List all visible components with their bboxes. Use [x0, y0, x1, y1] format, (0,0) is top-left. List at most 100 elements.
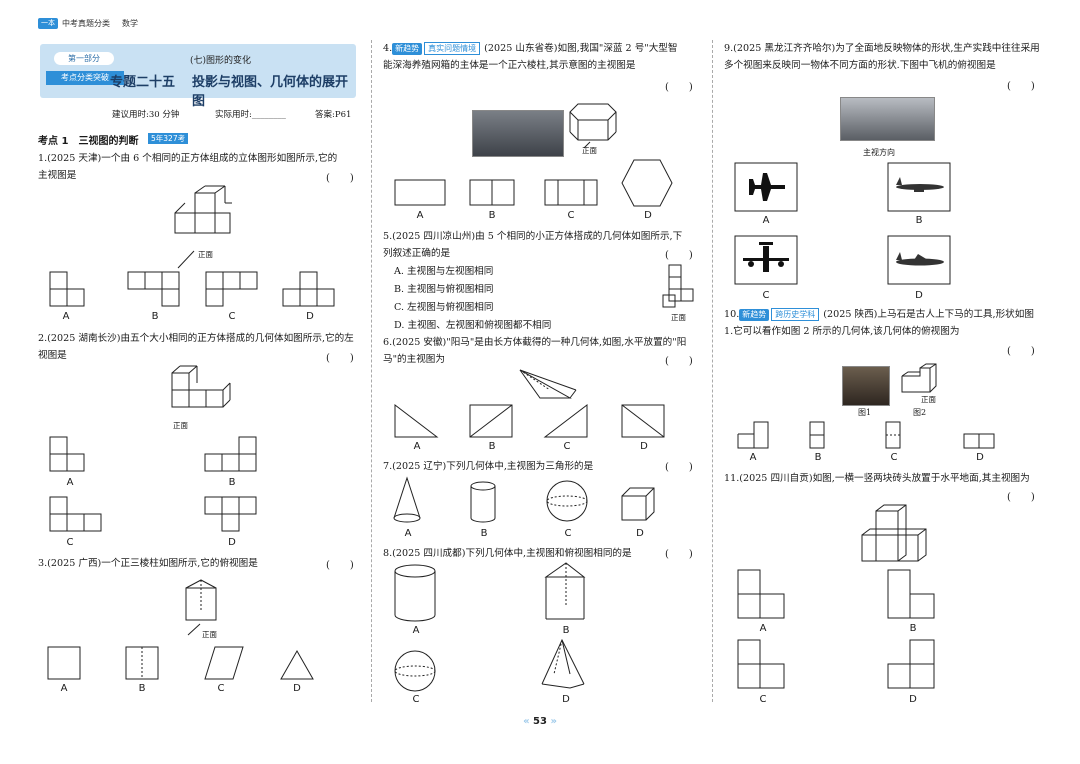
q10-tag2: 跨历史学科: [771, 308, 820, 321]
q3-label-a[interactable]: A: [60, 683, 68, 694]
q7-label-a[interactable]: A: [404, 528, 412, 539]
part-sub: 考点分类突破: [46, 71, 124, 85]
q9-label-c[interactable]: C: [762, 290, 770, 301]
q7-label-b[interactable]: B: [480, 528, 488, 539]
q3-label-d[interactable]: D: [293, 683, 301, 694]
q6-option-c-figure: [543, 403, 588, 438]
q9-paren: ( ): [1007, 81, 1035, 92]
q1-label-c[interactable]: C: [228, 311, 236, 322]
q7-paren: ( ): [665, 462, 693, 473]
q2-label-c[interactable]: C: [66, 537, 74, 548]
q2-option-d-figure: [204, 496, 257, 532]
q8-label-a[interactable]: A: [412, 625, 420, 636]
q11-label-b[interactable]: B: [909, 623, 917, 634]
q11-label-d[interactable]: D: [909, 694, 917, 705]
q4-option-b-figure: [469, 179, 515, 206]
q8-label-d[interactable]: D: [562, 694, 570, 705]
q2-label-d[interactable]: D: [228, 537, 236, 548]
q8-label-c[interactable]: C: [412, 694, 420, 705]
q10-label-a[interactable]: A: [749, 452, 757, 463]
q1-option-d-figure: [282, 271, 335, 307]
q10-fig1-label: 图1: [858, 408, 872, 417]
q9-option-c-figure: [734, 235, 798, 285]
q3-label-b[interactable]: B: [138, 683, 146, 694]
q2-paren: ( ): [326, 353, 354, 364]
q3-label-c[interactable]: C: [217, 683, 225, 694]
q7-cube-figure: [621, 487, 655, 521]
q4-option-d-figure: [621, 159, 673, 207]
q4-label-b[interactable]: B: [488, 210, 496, 221]
q5-option-b[interactable]: B. 主视图与俯视图相同: [394, 284, 494, 295]
q4-option-a-figure: [394, 179, 446, 206]
q1-figure: [174, 185, 232, 269]
q7-label-c[interactable]: C: [564, 528, 572, 539]
q1-label-d[interactable]: D: [306, 311, 314, 322]
q10-option-b-figure: [809, 421, 825, 449]
q6-figure: [519, 369, 577, 399]
q6-label-c[interactable]: C: [563, 441, 571, 452]
series-title: 中考真题分类: [62, 19, 110, 28]
q10-front-label: 正面: [921, 395, 936, 404]
q10-label-b[interactable]: B: [814, 452, 822, 463]
q9-text: 9.(2025 黑龙江齐齐哈尔)为了全面地反映物体的形状,生产实践中往往采用多个…: [724, 43, 1040, 71]
q4-label-c[interactable]: C: [567, 210, 575, 221]
q6-paren: ( ): [665, 356, 693, 367]
q4-front-label: 正面: [582, 146, 597, 155]
q10-label-d[interactable]: D: [976, 452, 984, 463]
page-number-left-icon: «: [523, 716, 530, 727]
q1-text: 1.(2025 天津)一个由 6 个相同的正方体组成的立体图形如图所示,它的主视…: [38, 153, 338, 181]
q5-option-c[interactable]: C. 左视图与俯视图相同: [394, 302, 494, 313]
q11-option-a-figure: [737, 569, 785, 619]
q9-plane-photo: [840, 97, 935, 141]
page-number: « 53 »: [520, 716, 560, 727]
q1-label-a[interactable]: A: [62, 311, 70, 322]
q5-option-a[interactable]: A. 主视图与左视图相同: [394, 266, 494, 277]
q10-figure2: [901, 363, 937, 393]
q9-caption: 主视方向: [863, 148, 895, 157]
q2-option-b-figure: [204, 436, 257, 472]
q9-label-a[interactable]: A: [762, 215, 770, 226]
section-title: 考点 1 三视图的判断: [38, 136, 139, 147]
q10-tag: 新趋势: [739, 309, 770, 321]
q10-label-c[interactable]: C: [890, 452, 898, 463]
q7-cylinder-figure: [470, 481, 496, 523]
q10-option-a-figure: [737, 421, 769, 449]
q9-label-b[interactable]: B: [915, 215, 923, 226]
q2-label-a[interactable]: A: [66, 477, 74, 488]
q4-label-a[interactable]: A: [416, 210, 424, 221]
q4-label-d[interactable]: D: [644, 210, 652, 221]
section-badge: 5年327考: [148, 133, 189, 144]
q6-label-b[interactable]: B: [488, 441, 496, 452]
q11-label-c[interactable]: C: [759, 694, 767, 705]
brand-logo: 一本: [38, 18, 58, 29]
q8-label-b[interactable]: B: [562, 625, 570, 636]
q7-label-d[interactable]: D: [636, 528, 644, 539]
q11-option-b-figure: [887, 569, 935, 619]
q3-option-b-figure: [125, 646, 159, 680]
q5-paren: ( ): [665, 250, 693, 261]
q8-cylinder-figure: [394, 564, 436, 622]
q11-label-a[interactable]: A: [759, 623, 767, 634]
q6-label-a[interactable]: A: [413, 441, 421, 452]
q3-option-d-figure: [280, 649, 314, 680]
actual-time: 实际用时:________: [215, 110, 286, 120]
q11-option-c-figure: [737, 639, 785, 689]
q2-label-b[interactable]: B: [228, 477, 236, 488]
q3-option-c-figure: [204, 646, 244, 680]
q5-figure: [662, 264, 694, 308]
q4-tag2: 真实问题情境: [424, 42, 481, 55]
topic-number: 专题二十五: [110, 75, 176, 90]
q11-figure: [861, 504, 927, 562]
q10-num: 10.: [724, 309, 740, 320]
q1-label-b[interactable]: B: [151, 311, 159, 322]
q5-option-d[interactable]: D. 主视图、左视图和俯视图都不相同: [394, 320, 552, 331]
column-divider-1: [371, 40, 372, 702]
q8-text: 8.(2025 四川成都)下列几何体中,主视图和俯视图相同的是: [383, 548, 632, 559]
q8-pyramid-figure: [541, 638, 585, 689]
q10-fig2-label: 图2: [913, 408, 927, 417]
q6-label-d[interactable]: D: [640, 441, 648, 452]
q4-hexprism-figure: [569, 103, 617, 149]
q4-option-c-figure: [544, 179, 598, 206]
q9-label-d[interactable]: D: [915, 290, 923, 301]
part-label: 第一部分: [54, 52, 114, 65]
